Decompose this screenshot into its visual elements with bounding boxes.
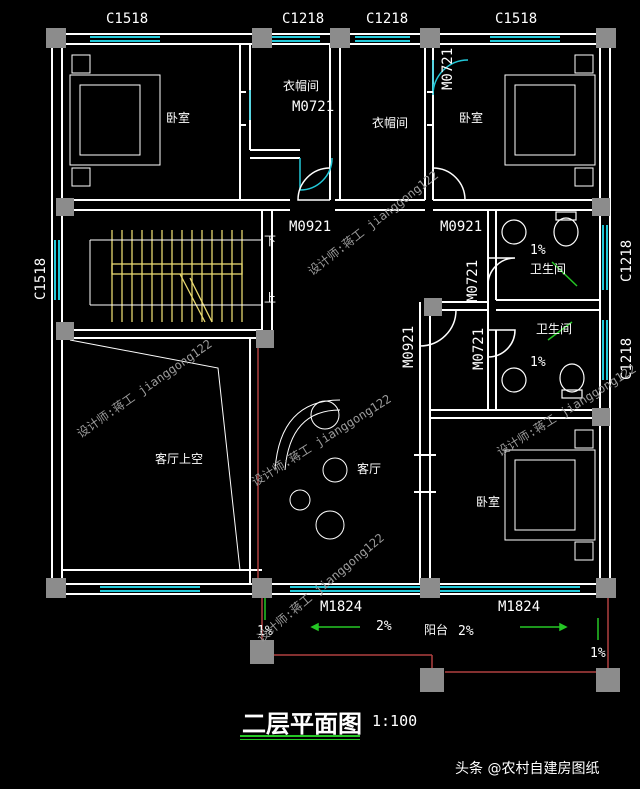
slope-arrows <box>264 261 599 640</box>
sofa-set <box>274 399 348 540</box>
window-code-top-left: C1518 <box>106 11 149 27</box>
door-swings <box>249 59 516 358</box>
window-code-top-mid-left: C1218 <box>282 11 325 27</box>
slope-bath-lower: 1% <box>530 355 546 370</box>
window-code-top-mid-right: C1218 <box>366 11 409 27</box>
room-balcony: 阳台 <box>424 623 449 637</box>
room-bedroom-top-right: 卧室 <box>459 111 484 125</box>
stair-up-label: 上 <box>264 291 277 305</box>
windows <box>54 36 608 592</box>
door-code-bath-lower: M0721 <box>471 327 487 370</box>
title-underline <box>240 735 360 737</box>
room-bedroom-bottom-right: 卧室 <box>476 495 501 509</box>
title-underline-thin <box>240 739 360 740</box>
structural-columns <box>46 28 620 692</box>
room-living-void: 客厅上空 <box>155 452 204 466</box>
bathroom-fixtures <box>501 211 585 399</box>
window-code-top-right: C1518 <box>495 11 538 27</box>
window-code-left-wall: C1518 <box>33 257 49 300</box>
slope-balcony-right: 2% <box>458 624 474 639</box>
door-code-hall-right: M0921 <box>440 219 483 235</box>
door-code-balcony-left: M1824 <box>320 599 363 615</box>
room-closet-left: 衣帽间 <box>283 79 320 93</box>
door-code-living-right: M0921 <box>401 325 417 368</box>
drawing-scale: 1:100 <box>372 712 418 730</box>
beds <box>69 54 596 561</box>
source-credit: 头条 @农村自建房图纸 <box>455 761 600 777</box>
slope-balcony-left: 2% <box>376 619 392 634</box>
slope-corner-right: 1% <box>590 646 606 661</box>
stair-down-label: 下 <box>264 234 277 248</box>
room-bath-lower: 卫生间 <box>536 322 573 336</box>
slope-corner-left: 1% <box>257 624 273 639</box>
door-code-closet-left: M0721 <box>292 99 335 115</box>
door-code-hall-left: M0921 <box>289 219 332 235</box>
door-code-balcony-right: M1824 <box>498 599 541 615</box>
room-bedroom-top-left: 卧室 <box>166 111 191 125</box>
room-living: 客厅 <box>357 462 382 476</box>
balcony-railing <box>257 340 609 673</box>
stair-arrows <box>89 239 262 306</box>
room-bath-upper: 卫生间 <box>530 262 567 276</box>
window-code-right-upper: C1218 <box>619 239 635 282</box>
room-closet-right: 衣帽间 <box>372 116 409 130</box>
bedroom-doors <box>240 91 436 493</box>
void-outline <box>69 339 241 571</box>
drawing-title: 二层平面图 <box>242 710 362 738</box>
staircase <box>111 230 243 323</box>
door-code-bath-upper: M0721 <box>465 259 481 302</box>
slope-bath-upper: 1% <box>530 243 546 258</box>
interior-walls <box>62 44 600 584</box>
door-code-closet-right: M0721 <box>440 47 456 90</box>
